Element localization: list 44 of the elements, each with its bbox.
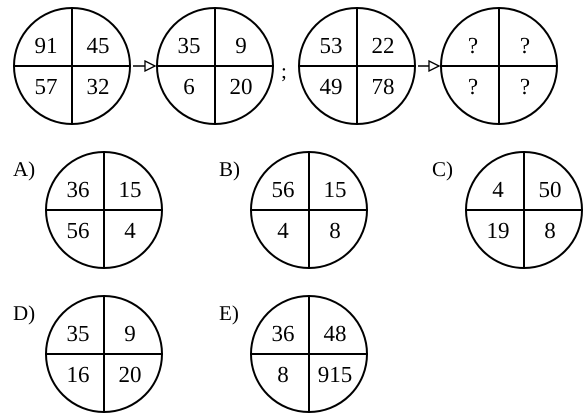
quadrant-number: 15 — [322, 178, 348, 202]
quadrant-number: 19 — [486, 219, 510, 243]
quadrant-number: 4 — [276, 219, 290, 243]
separator-text: ; — [281, 60, 287, 82]
quadrant-number: 50 — [538, 178, 562, 202]
quadrant-number: 15 — [118, 178, 142, 202]
quadrant-number: 56 — [66, 219, 90, 243]
quadrant-number: 22 — [370, 34, 396, 58]
quadrant-number: 56 — [270, 178, 296, 202]
quadrant-number: 32 — [86, 75, 110, 99]
quadrant-number: 36 — [66, 178, 90, 202]
quadrant-number: 915 — [316, 363, 354, 387]
quadrant-number: ? — [466, 34, 480, 58]
option-letter: C) — [432, 158, 453, 180]
quadrant-number: 20 — [118, 363, 142, 387]
quadrant-number: 49 — [318, 75, 344, 99]
quadrant-number: 8 — [543, 219, 557, 243]
quadrant-number: 20 — [228, 75, 254, 99]
quadrant-number: 48 — [322, 322, 348, 346]
option-letter: D) — [13, 302, 36, 324]
quadrant-number: 9 — [234, 34, 248, 58]
quadrant-number: ? — [518, 34, 532, 58]
hollow-arrow — [133, 60, 156, 72]
quadrant-number: 53 — [318, 34, 344, 58]
quadrant-number: ? — [466, 75, 480, 99]
quadrant-number: 45 — [86, 34, 110, 58]
quadrant-number: 35 — [176, 34, 202, 58]
quadrant-number: ? — [518, 75, 532, 99]
quadrant-number: 35 — [66, 322, 90, 346]
quadrant-number: 78 — [370, 75, 396, 99]
quadrant-number: 8 — [276, 363, 290, 387]
quadrant-number: 57 — [34, 75, 58, 99]
option-letter: A) — [13, 158, 36, 180]
quadrant-number: 8 — [328, 219, 342, 243]
option-letter: E) — [219, 302, 239, 324]
quadrant-number: 6 — [182, 75, 196, 99]
quadrant-number: 91 — [34, 34, 58, 58]
quadrant-number: 16 — [66, 363, 90, 387]
quadrant-number: 9 — [123, 322, 137, 346]
quadrant-number: 36 — [270, 322, 296, 346]
hollow-arrow — [418, 60, 440, 72]
option-letter: B) — [219, 158, 240, 180]
quadrant-number: 4 — [123, 219, 137, 243]
quadrant-number: 4 — [491, 178, 505, 202]
